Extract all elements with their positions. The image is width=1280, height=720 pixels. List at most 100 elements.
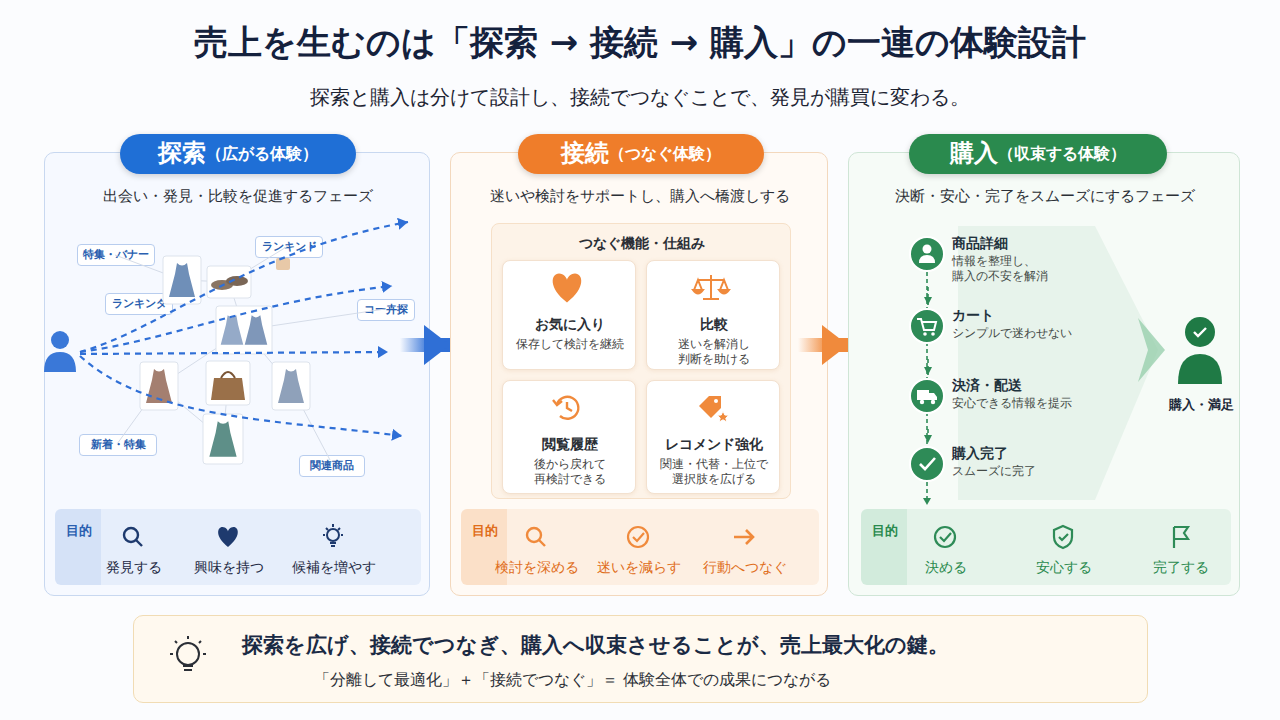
feature-icon <box>567 402 572 411</box>
step-icon <box>920 458 935 469</box>
purpose-icon <box>327 529 339 541</box>
network-line <box>115 246 385 460</box>
node-text: 保存して検討を継続 <box>508 337 632 352</box>
product-card <box>216 306 272 354</box>
phase-header: 探索（広がる体験） <box>120 134 356 174</box>
feature-card: 閲覧履歴後から戻れて 再検討できる <box>502 380 636 494</box>
purchase-step: 決済・配送安心できる情報を提示 <box>906 375 1081 429</box>
node-text: 迷いを減らす <box>589 558 689 576</box>
step-icon <box>910 237 944 505</box>
feature-tag: ランキンド <box>255 236 323 258</box>
flow-connector <box>828 338 848 352</box>
node-text: コー卉探 <box>364 303 408 317</box>
node-text: 検討を深める <box>487 558 587 576</box>
node-text: 接続 <box>561 138 609 169</box>
step-icon <box>910 379 944 413</box>
flow-arrow-tail <box>798 338 828 352</box>
idea-icon <box>170 636 206 670</box>
product-card <box>140 256 310 464</box>
feature-tag: 関連商品 <box>299 455 365 477</box>
product-image <box>209 421 236 457</box>
step-icon <box>923 332 927 336</box>
node-text: レコメンド強化 <box>647 435 781 453</box>
idea-icon <box>170 636 206 654</box>
funnel-shape <box>958 226 1158 500</box>
idea-icon <box>183 666 193 670</box>
purchase-step: 商品詳細情報を整理し、 購入の不安を解消 <box>906 233 1081 287</box>
step-icon <box>926 272 928 499</box>
feature-icon <box>557 397 578 419</box>
browse-path <box>80 356 402 436</box>
node-text: シンプルで迷わせない <box>952 326 1072 341</box>
purpose-icon <box>1174 527 1188 548</box>
feature-icon <box>553 397 578 419</box>
network-line <box>159 330 244 386</box>
step-icon <box>910 309 944 343</box>
purpose-icon <box>1173 527 1175 548</box>
shopper-icon <box>44 352 76 372</box>
node-text: 目的 <box>465 523 505 540</box>
step-icon <box>910 309 944 343</box>
network-line <box>229 246 288 282</box>
node-text: 「分離して最適化」＋「接続でつなぐ」＝ 体験全体での成果につながる <box>314 670 1114 691</box>
node-text: 発見する <box>84 558 184 576</box>
feature-card: 比較迷いを解消し 判断を助ける <box>646 260 780 370</box>
purpose-icon <box>1059 534 1068 540</box>
feature-group: つなぐ機能・仕組みお気に入り保存して検討を継続比較迷いを解消し 判断を助ける閲覧… <box>491 223 791 499</box>
node-text: ランキンド <box>262 240 317 254</box>
customer-icon <box>1185 317 1215 347</box>
product-image <box>146 369 172 403</box>
purpose-icon <box>323 524 343 535</box>
product-image <box>226 276 248 286</box>
phase-header: 接続（つなぐ体験） <box>518 134 764 174</box>
step-icon <box>919 255 935 263</box>
node-text: 目的 <box>59 523 99 540</box>
subtitle-text: 探索と購入は分けて設計し、接続でつなぐことで、発見が購買に変わる。 <box>0 84 1280 110</box>
product-image <box>221 372 235 378</box>
node-text: 迷いを解消し 判断を助ける <box>652 337 776 367</box>
product-image <box>245 315 268 344</box>
step-icon <box>917 390 929 400</box>
purpose-icon <box>1054 526 1072 548</box>
funnel-shape <box>958 226 1165 500</box>
purpose-icon <box>1174 527 1188 539</box>
purpose-band: 目的検討を深める迷いを減らす行動へつなぐ <box>461 509 819 585</box>
step-icon <box>923 245 932 254</box>
feature-icon <box>699 396 729 422</box>
feature-icon <box>714 399 718 403</box>
node-text: 興味を持つ <box>179 558 279 576</box>
feature-icon <box>699 396 721 418</box>
feature-icon <box>553 274 582 303</box>
step-icon <box>910 237 944 271</box>
node-text: 探索を広げ、接続でつなぎ、購入へ収束させることが、売上最大化の鍵。 <box>242 632 1122 659</box>
customer-goal: 購入・満足 <box>1161 311 1241 415</box>
network-line <box>223 383 228 439</box>
flow-connector <box>927 429 929 443</box>
customer-icon <box>1194 328 1206 336</box>
product-image <box>276 258 290 270</box>
flow-connector <box>927 287 929 305</box>
feature-tag: 特集・バナー <box>77 244 155 266</box>
purpose-icon <box>124 528 138 542</box>
product-illustration <box>44 222 408 464</box>
node-text: 安心する <box>1014 558 1114 576</box>
browse-path <box>80 222 408 352</box>
customer-icon <box>1178 354 1222 384</box>
node-text: 関連商品 <box>310 459 354 473</box>
feature-icon <box>693 275 729 299</box>
feature-icon <box>698 275 724 299</box>
browse-path <box>80 286 392 352</box>
network-line <box>117 386 159 444</box>
node-text: 行動へつなぐ <box>695 558 795 576</box>
node-text: 購入完了 <box>952 445 1077 463</box>
feature-card: お気に入り保存して検討を継続 <box>502 260 636 370</box>
diagram-title: 売上を生むのは「探索 → 接続 → 購入」の一連の体験設計 <box>0 20 1280 64</box>
network-line <box>159 386 223 439</box>
purpose-icon <box>935 527 955 547</box>
purpose-icon <box>124 524 1188 548</box>
feature-icon <box>553 274 729 422</box>
step-icon <box>931 400 935 404</box>
node-text: 購入・満足 <box>1161 397 1241 414</box>
product-image <box>211 378 245 400</box>
